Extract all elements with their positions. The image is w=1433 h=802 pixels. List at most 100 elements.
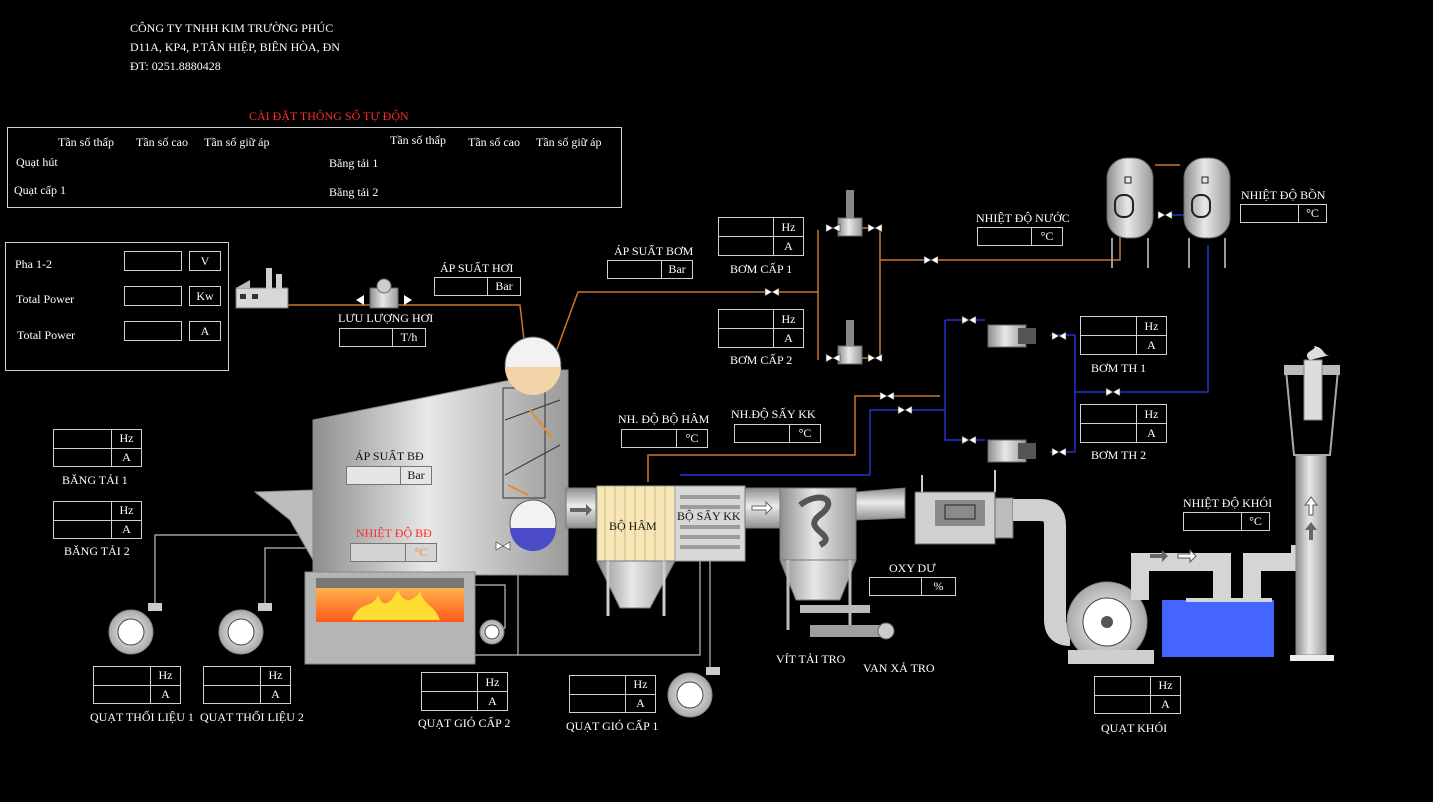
auto-settings-title: CÀI ĐẶT THÔNG SỐ TỰ ĐỘN [249,109,409,123]
nhiet-do-nuoc-unit: °C [1032,227,1063,246]
bom-th-1-readout: Hz A [1080,316,1167,355]
bom-cap-1-a: A [773,236,804,256]
bang-tai-2-a: A [111,519,142,539]
quat-gio-cap-2-a: A [477,691,508,711]
quat-gio-cap-2-readout: Hz A [421,672,508,711]
nh-do-say-kk-unit: °C [790,424,821,443]
company-address: D11A, KP4, P.TÂN HIỆP, BIÊN HÒA, ĐN [130,40,340,54]
row-quat-hut: Quạt hút [16,155,58,169]
ap-suat-bd-readout: Bar [346,466,432,485]
quat-thoi-lieu-1-hz: Hz [150,666,181,686]
nhiet-do-khoi-label: NHIỆT ĐỘ KHÓI [1183,496,1273,510]
boiler [253,336,569,665]
nhiet-do-bon-label: NHIỆT ĐỘ BỒN [1241,188,1326,202]
header-hold-freq-right: Tần số giữ áp [536,135,602,149]
plant-icon [235,268,289,309]
quat-thoi-lieu-2-hz: Hz [260,666,291,686]
oxy-du-readout: % [869,577,956,596]
ap-suat-bom-readout: Bar [607,260,693,279]
company-phone: ĐT: 0251.8880428 [130,59,221,73]
nhiet-do-nuoc-label: NHIỆT ĐỘ NƯỚC [976,211,1070,225]
nhiet-do-nuoc-readout: °C [977,227,1063,246]
row-bang-tai-2: Băng tải 2 [329,185,379,199]
bom-th-1-hz: Hz [1136,316,1167,336]
nh-do-bo-ham-label: NH. ĐỘ BỘ HÂM [618,412,710,426]
ap-suat-bd-label: ÁP SUẤT BĐ [355,449,424,463]
nhiet-do-bon-unit: °C [1299,204,1327,223]
nh-do-bo-ham-unit: °C [677,429,708,448]
bom-cap-2-a: A [773,328,804,348]
bang-tai-2-hz: Hz [111,501,142,521]
luu-luong-hoi-unit: T/h [393,328,426,347]
luu-luong-hoi-readout: T/h [339,328,426,347]
power-kw-value [124,286,182,306]
power-a-unit: A [189,321,221,341]
oxy-du-label: OXY DƯ [889,561,936,575]
company-name: CÔNG TY TNHH KIM TRƯỜNG PHÚC [130,21,334,35]
power-panel: Pha 1-2 V Total Power Kw Total Power A [5,242,229,371]
header-high-freq-left: Tần số cao [136,135,188,149]
quat-gio-cap-2-hz: Hz [477,672,508,692]
power-voltage-value [124,251,182,271]
bom-th-2-readout: Hz A [1080,404,1167,443]
quat-khoi-readout: Hz A [1094,676,1181,714]
row-bang-tai-1: Băng tải 1 [329,156,379,170]
ap-suat-hoi-label: ÁP SUẤT HƠI [440,261,514,275]
power-label-total-a: Total Power [17,328,76,342]
power-voltage-unit: V [189,251,221,271]
quat-thoi-lieu-2-readout: Hz A [203,666,291,704]
ap-suat-hoi-readout: Bar [434,277,521,296]
bo-ham-label: BỘ HÂM [609,519,657,533]
nhiet-do-khoi-unit: °C [1242,512,1270,531]
power-kw-unit: Kw [189,286,221,306]
bom-cap-1-readout: Hz A [718,217,804,256]
ap-suat-bd-unit: Bar [401,466,432,485]
quat-thoi-lieu-1-label: QUẠT THỔI LIỆU 1 [90,710,194,724]
van-xa-tro-label: VAN XẢ TRO [863,661,935,675]
quat-thoi-lieu-2-label: QUẠT THỔI LIỆU 2 [200,710,304,724]
ap-suat-hoi-unit: Bar [488,277,521,296]
header-low-freq-right: Tần số thấp [390,133,446,147]
header-hold-freq-left: Tần số giữ áp [204,135,270,149]
bom-cap-2-hz: Hz [773,309,804,329]
nhiet-do-bd-label: NHIỆT ĐỘ BĐ [356,526,432,540]
auto-settings-panel: Tần số thấp Tần số cao Tần số giữ áp Tần… [7,127,622,208]
quat-gio-cap-1-label: QUẠT GIÓ CẤP 1 [566,719,659,733]
bom-th-1-label: BƠM TH 1 [1091,361,1147,375]
bang-tai-2-label: BĂNG TẢI 2 [64,544,130,558]
oxy-du-unit: % [922,577,956,596]
quat-thoi-lieu-1-readout: Hz A [93,666,181,704]
quat-khoi-hz: Hz [1150,676,1181,696]
quat-gio-cap-1-a: A [625,693,656,713]
quat-khoi-label: QUẠT KHÓI [1101,721,1168,735]
bom-cap-2-label: BƠM CẤP 2 [730,353,793,367]
vit-tai-tro-label: VÍT TẢI TRO [776,652,846,666]
quat-gio-cap-1-hz: Hz [625,675,656,695]
nhiet-do-khoi-readout: °C [1183,512,1270,531]
bom-cap-1-hz: Hz [773,217,804,237]
bang-tai-1-label: BĂNG TẢI 1 [62,473,128,487]
bom-cap-1-label: BƠM CẤP 1 [730,262,793,276]
power-label-phase: Pha 1-2 [15,257,52,271]
ap-suat-bom-unit: Bar [662,260,693,279]
quat-gio-cap-2-label: QUẠT GIÓ CẤP 2 [418,716,511,730]
luu-luong-hoi-label: LƯU LƯỢNG HƠI [338,311,434,325]
quat-gio-cap-1-readout: Hz A [569,675,656,713]
header-high-freq-right: Tần số cao [468,135,520,149]
power-label-total-kw: Total Power [16,292,75,306]
nhiet-do-bon-readout: °C [1240,204,1327,223]
nh-do-bo-ham-readout: °C [621,429,708,448]
bang-tai-1-readout: Hz A [53,429,142,467]
quat-thoi-lieu-1-a: A [150,684,181,704]
bang-tai-1-a: A [111,447,142,467]
bom-th-2-hz: Hz [1136,404,1167,424]
bom-cap-2-readout: Hz A [718,309,804,348]
nh-do-say-kk-label: NH.ĐỘ SẤY KK [731,407,816,421]
nh-do-say-kk-readout: °C [734,424,821,443]
bom-th-2-label: BƠM TH 2 [1091,448,1147,462]
row-quat-cap-1: Quạt cấp 1 [14,183,66,197]
bang-tai-2-readout: Hz A [53,501,142,539]
bang-tai-1-hz: Hz [111,429,142,449]
power-a-value [124,321,182,341]
